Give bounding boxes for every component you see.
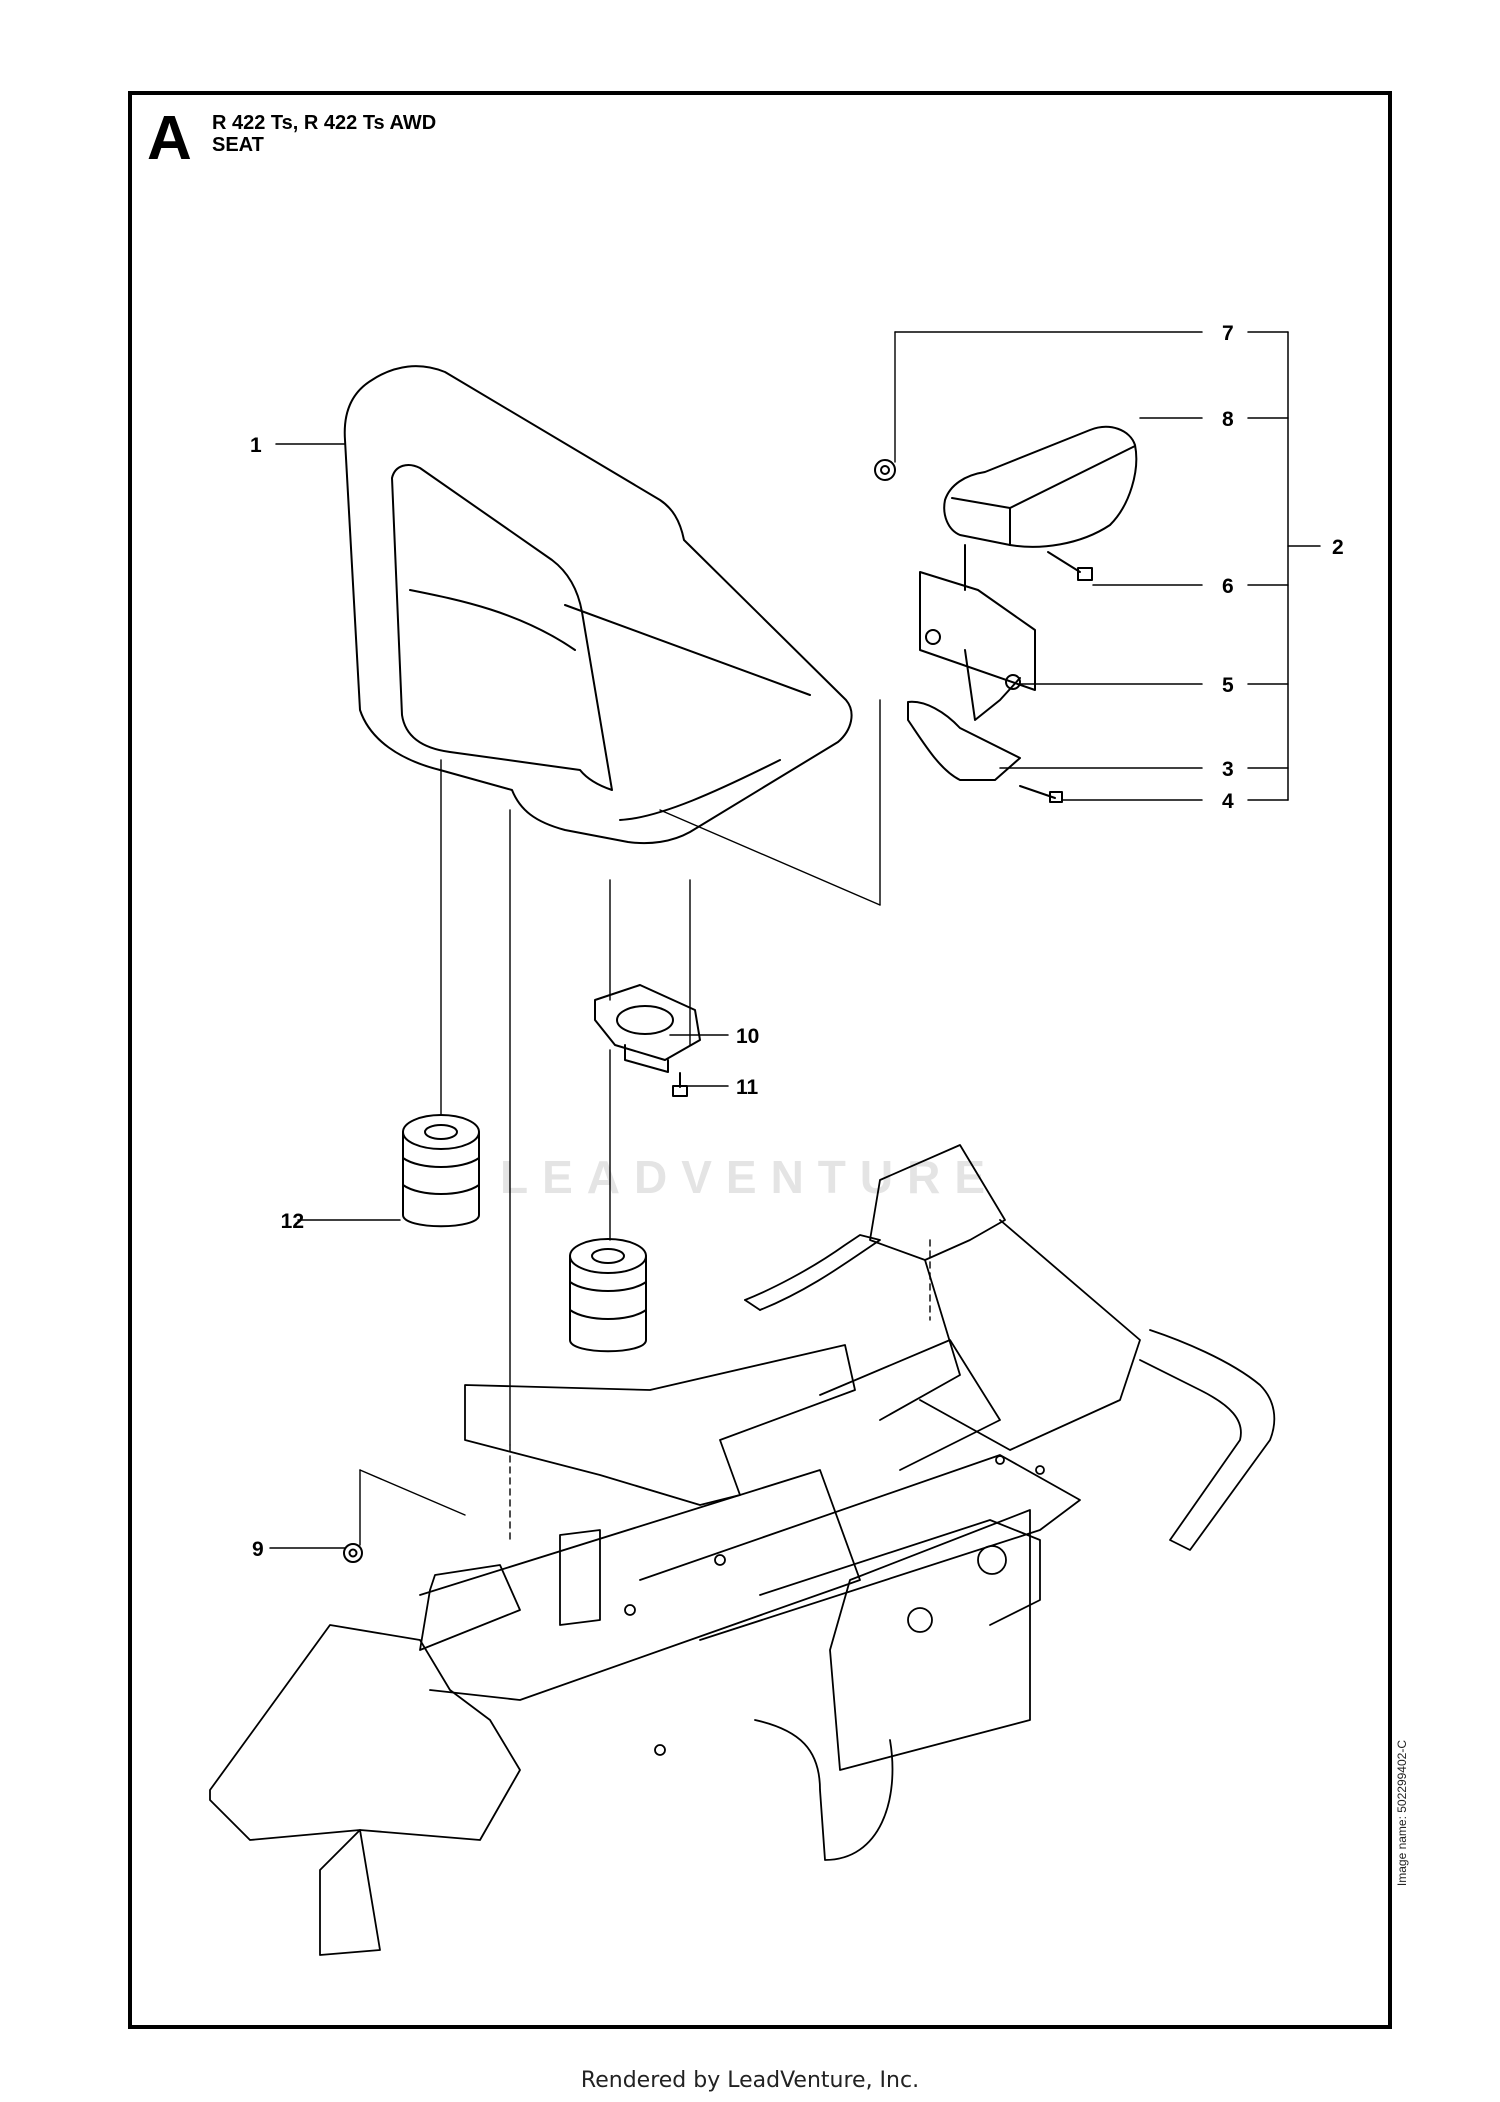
chassis-frame: [209, 1144, 1276, 1956]
armrest-part[interactable]: [943, 425, 1138, 548]
callout-labels: 1 2 3 4 5 6 7 8 9 10 11 12: [250, 322, 1344, 1561]
callout-leaders: [269, 331, 1321, 1549]
callout-10: 10: [736, 1025, 759, 1048]
callout-3: 3: [1222, 758, 1234, 781]
callout-11: 11: [736, 1076, 759, 1099]
section-letter: A: [147, 104, 192, 173]
model-title: R 422 Ts, R 422 Ts AWD: [212, 112, 437, 134]
armrest-bracket-part[interactable]: [907, 544, 1036, 781]
watermark-text: LEADVENTURE: [500, 1151, 1000, 1203]
callout-4: 4: [1222, 790, 1234, 813]
callout-8: 8: [1222, 408, 1234, 431]
section-title: SEAT: [212, 134, 264, 156]
seat-part[interactable]: [343, 365, 853, 845]
callout-12: 12: [281, 1210, 304, 1233]
callout-7: 7: [1222, 322, 1234, 345]
rubber-damper-left[interactable]: [402, 1114, 480, 1228]
seat-mount-part[interactable]: [594, 984, 701, 1073]
callout-9: 9: [252, 1538, 264, 1561]
image-name-label: Image name: 502299402-C: [1395, 1740, 1409, 1887]
footer-credit: Rendered by LeadVenture, Inc.: [580, 2068, 920, 2093]
rubber-damper-right[interactable]: [569, 1238, 647, 1353]
diagram-frame: [128, 91, 1392, 2029]
callout-1: 1: [250, 434, 262, 457]
callout-6: 6: [1222, 575, 1234, 598]
fasteners: [343, 459, 1093, 1563]
callout-2: 2: [1332, 536, 1344, 559]
callout-5: 5: [1222, 674, 1234, 697]
assembly-lines: [359, 331, 931, 1546]
